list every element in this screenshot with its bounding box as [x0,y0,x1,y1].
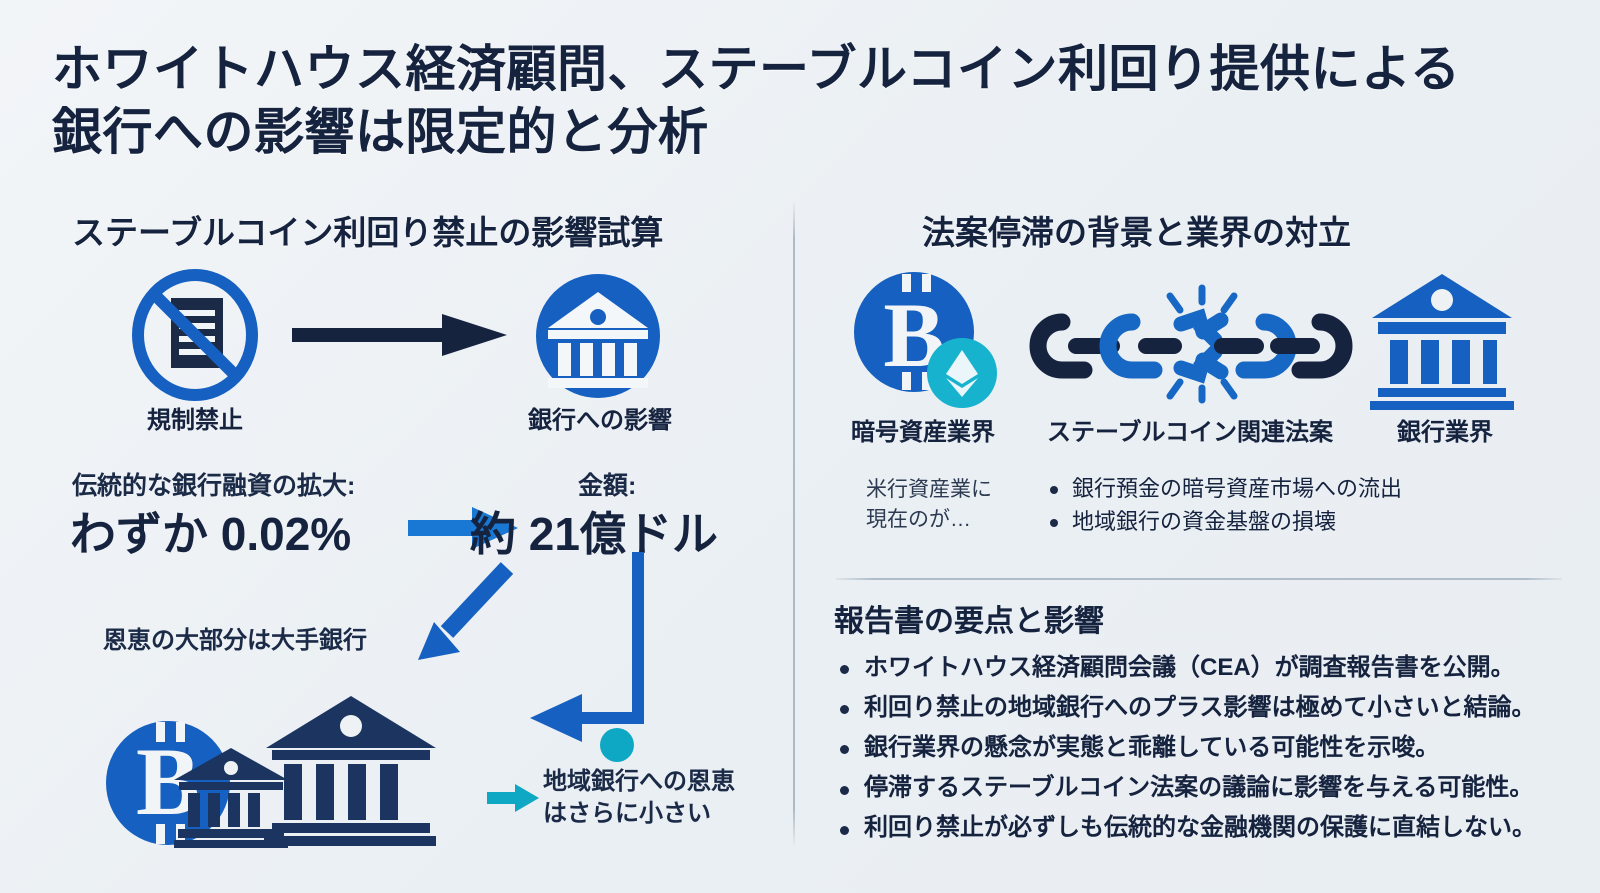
list-item: ホワイトハウス経済顧問会議（CEA）が調査報告書を公開。 [834,648,1574,688]
bank-circle-icon [528,268,668,404]
region-bank-note-line-2: はさらに小さい [543,800,711,828]
stat-value-lending: わずか 0.02% [70,508,352,560]
caption-banking-industry: 銀行業界 [1397,419,1493,446]
benefit-note: 恩恵の大部分は大手銀行 [103,627,367,654]
caption-prohibition: 規制禁止 [147,407,243,434]
arrow-right-small-icon [487,782,539,814]
side-note-line-1: 米行資産業に [866,478,992,501]
prohibition-document-icon [125,268,265,404]
list-item: 地域銀行の資金基盤の損壊 [1046,505,1402,538]
report-section-heading: 報告書の要点と影響 [834,605,1104,638]
vertical-divider [793,200,795,848]
stat-arrow-right-icon [408,505,518,551]
list-item: 停滞するステーブルコイン法案の議論に影響を与える可能性。 [834,768,1574,808]
region-bank-note-line-1: 地域銀行への恩恵 [543,768,735,795]
list-item: 銀行預金の暗号資産市場への流出 [1046,472,1402,505]
caption-bank-impact: 銀行への影響 [528,407,672,434]
page-title: ホワイトハウス経済顧問、ステーブルコイン利回り提供による 銀行への影響は限定的と… [52,38,1572,164]
page-title-line-1: ホワイトハウス経済顧問、ステーブルコイン利回り提供による [52,41,1461,97]
teal-dot-icon [600,728,634,762]
report-bullet-list: ホワイトハウス経済顧問会議（CEA）が調査報告書を公開。 利回り禁止の地域銀行へ… [834,648,1574,848]
left-panel-heading: ステーブルコイン利回り禁止の影響試算 [72,214,664,251]
horizontal-divider [836,578,1562,580]
side-note: 米行資産業に 現在のが… [866,475,992,535]
broken-chain-icon [1016,284,1356,404]
list-item: 銀行業界の懸念が実態と乖離している可能性を示唆。 [834,728,1574,768]
elbow-arrow-left-icon [520,552,680,752]
region-bank-note: 地域銀行への恩恵 はさらに小さい [543,766,735,830]
side-note-line-2: 現在のが… [866,507,971,531]
bitcoin-ethereum-icon: B [852,266,998,408]
list-item: 利回り禁止が必ずしも伝統的な金融機関の保護に直結しない。 [834,808,1574,848]
right-panel-heading: 法案停滞の背景と業界の対立 [922,214,1351,251]
page-title-line-2: 銀行への影響は限定的と分析 [52,104,709,160]
caption-crypto-industry: 暗号資産業界 [851,419,995,446]
stat-value-amount: 約 21億ドル [470,508,718,560]
list-item: 利回り禁止の地域銀行へのプラス影響は極めて小さいと結論。 [834,688,1574,728]
stat-label-amount: 金額: [578,472,637,500]
flow-arrow-right-icon [292,310,507,360]
stat-label-lending: 伝統的な銀行融資の拡大: [72,472,356,500]
concerns-list: 銀行預金の暗号資産市場への流出 地域銀行の資金基盤の損壊 [1046,472,1402,539]
arrow-down-left-icon [412,560,522,670]
bank-building-icon [1368,268,1516,410]
caption-stablecoin-bill: ステーブルコイン関連法案 [1046,419,1334,446]
bitcoin-banks-cluster-icon: B [96,690,436,850]
